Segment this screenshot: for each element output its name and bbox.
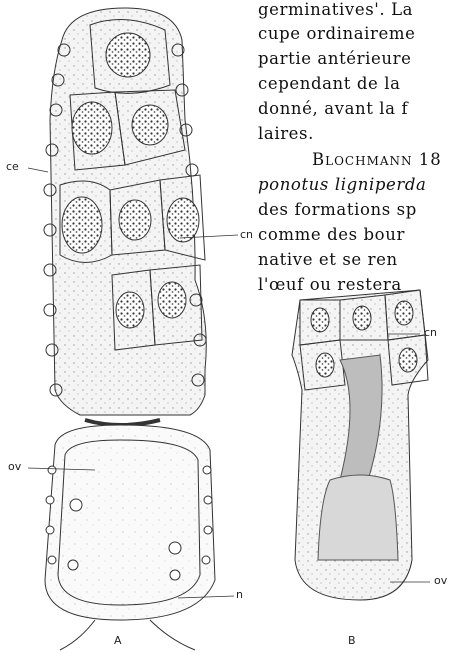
label-ce: ce — [6, 160, 19, 173]
text-line-5: donné, avant la f — [258, 99, 408, 118]
text-line-3: partie antérieure — [258, 49, 411, 68]
text-line-11: native et se ren — [258, 250, 398, 269]
text-line-10: comme des bour — [258, 225, 405, 244]
panel-b-drawing — [292, 290, 430, 600]
egg-chamber-a — [45, 425, 215, 620]
panel-a-drawing — [28, 8, 238, 650]
text-line-7-author: Blochmann 18 — [312, 150, 442, 169]
text-line-6: laires. — [258, 124, 314, 143]
text-line-9: des formations sp — [258, 200, 417, 219]
label-n-a: n — [236, 588, 243, 601]
label-cn-b: cn — [424, 326, 437, 339]
text-line-12: l'œuf ou restera — [258, 275, 402, 294]
label-ov-a: ov — [8, 460, 21, 473]
caption-a: A — [114, 634, 122, 647]
label-cn-a: cn — [240, 228, 253, 241]
text-line-2: cupe ordinaireme — [258, 24, 416, 43]
text-line-8-species: ponotus ligniperda — [258, 175, 426, 194]
caption-b: B — [348, 634, 356, 647]
label-ov-b: ov — [434, 574, 447, 587]
text-line-1: germinatives'. La — [258, 0, 413, 19]
text-line-4: cependant de la — [258, 74, 401, 93]
